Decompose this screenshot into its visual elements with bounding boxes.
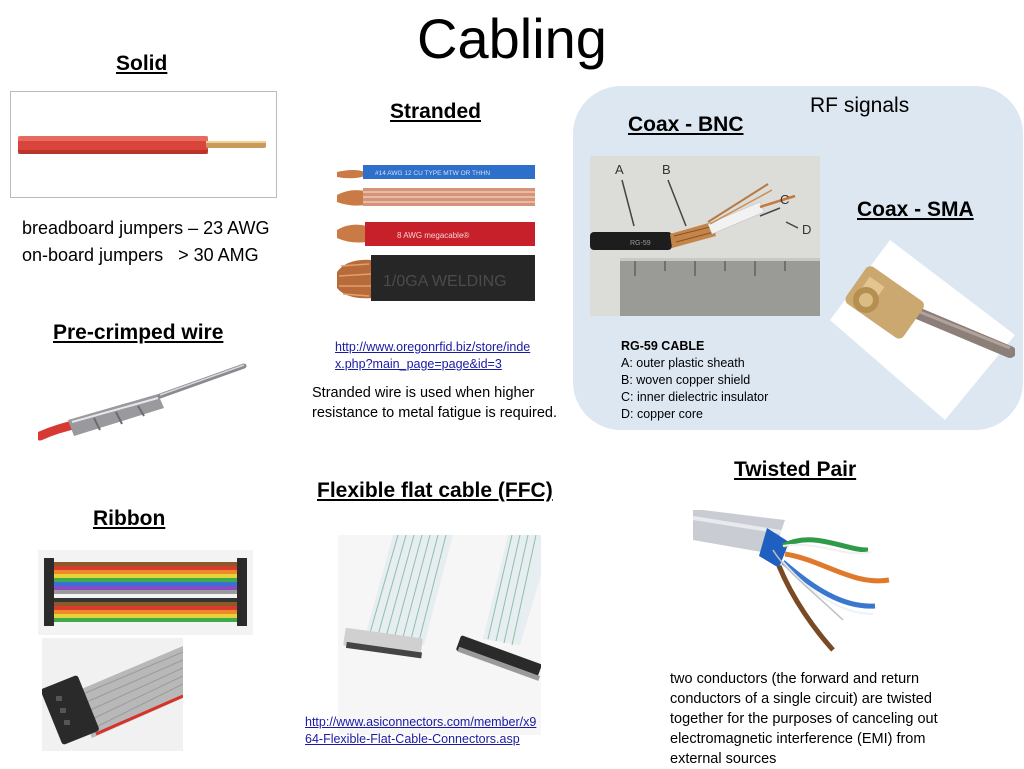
coax-bnc-image: RG-59 A B C D	[590, 156, 820, 316]
coax-label-d: D	[802, 222, 811, 237]
twisted-pair-caption: two conductors (the forward and return c…	[670, 669, 938, 769]
twisted-caption-line-3: together for the purposes of canceling o…	[670, 711, 938, 727]
coax-label-b: B	[662, 162, 671, 177]
stranded-caption-line-1: Stranded wire is used when higher	[312, 385, 535, 401]
solid-line-2: on-board jumpers > 30 AMG	[22, 245, 259, 265]
stranded-black-print: 1/0GA WELDING	[383, 273, 507, 290]
ffc-link[interactable]: http://www.asiconnectors.com/member/x9 6…	[305, 714, 536, 748]
solid-line-1: breadboard jumpers – 23 AWG	[22, 218, 270, 238]
coax-sma-image	[830, 240, 1015, 420]
ffc-link-line-1[interactable]: http://www.asiconnectors.com/member/x9	[305, 715, 537, 729]
stranded-blue-print: #14 AWG 12 CU TYPE MTW OR THHN	[375, 170, 490, 177]
ffc-link-line-2[interactable]: 64-Flexible-Flat-Cable-Connectors.asp	[305, 732, 520, 746]
stranded-wire-image: #14 AWG 12 CU TYPE MTW OR THHN 8 AWG meg…	[335, 160, 535, 305]
twisted-caption-line-5: external sources	[670, 751, 777, 767]
stranded-red-print: 8 AWG megacable®	[397, 231, 469, 240]
twisted-pair-heading: Twisted Pair	[734, 458, 857, 481]
coax-sma-heading: Coax - SMA	[857, 198, 974, 221]
precrimped-wire-image	[38, 358, 250, 448]
rg59-legend-a: A: outer plastic sheath	[621, 356, 745, 370]
coax-print: RG-59	[630, 240, 651, 247]
twisted-pair-image	[693, 510, 956, 662]
slide-title: Cabling	[417, 7, 607, 70]
rg59-legend-title: RG-59 CABLE	[621, 339, 705, 353]
precrimped-heading: Pre-crimped wire	[53, 321, 224, 344]
stranded-caption: Stranded wire is used when higher resist…	[312, 383, 557, 423]
coax-label-c: C	[780, 192, 789, 207]
rf-signals-label: RF signals	[810, 94, 910, 117]
rg59-legend-b: B: woven copper shield	[621, 373, 751, 387]
rg59-legend-c: C: inner dielectric insulator	[621, 390, 769, 404]
stranded-link-line-1[interactable]: http://www.oregonrfid.biz/store/inde	[335, 340, 531, 354]
solid-wire-image	[10, 91, 277, 198]
solid-heading: Solid	[116, 52, 168, 75]
twisted-caption-line-1: two conductors (the forward and return	[670, 671, 920, 687]
ribbon-heading: Ribbon	[93, 507, 166, 530]
ribbon-connector-image	[42, 638, 183, 751]
ribbon-cable-image	[38, 550, 253, 635]
stranded-link[interactable]: http://www.oregonrfid.biz/store/inde x.p…	[335, 339, 530, 373]
stranded-link-line-2[interactable]: x.php?main_page=page&id=3	[335, 357, 502, 371]
coax-bnc-heading: Coax - BNC	[628, 113, 744, 136]
ffc-image	[338, 535, 541, 735]
coax-label-a: A	[615, 162, 624, 177]
stranded-heading: Stranded	[390, 100, 482, 123]
twisted-caption-line-4: electromagnetic interference (EMI) from	[670, 731, 926, 747]
twisted-caption-line-2: conductors of a single circuit) are twis…	[670, 691, 932, 707]
stranded-caption-line-2: resistance to metal fatigue is required.	[312, 405, 558, 421]
ffc-heading: Flexible flat cable (FFC)	[317, 479, 553, 502]
rg59-legend: RG-59 CABLE A: outer plastic sheath B: w…	[621, 338, 768, 423]
rg59-legend-d: D: copper core	[621, 407, 703, 421]
